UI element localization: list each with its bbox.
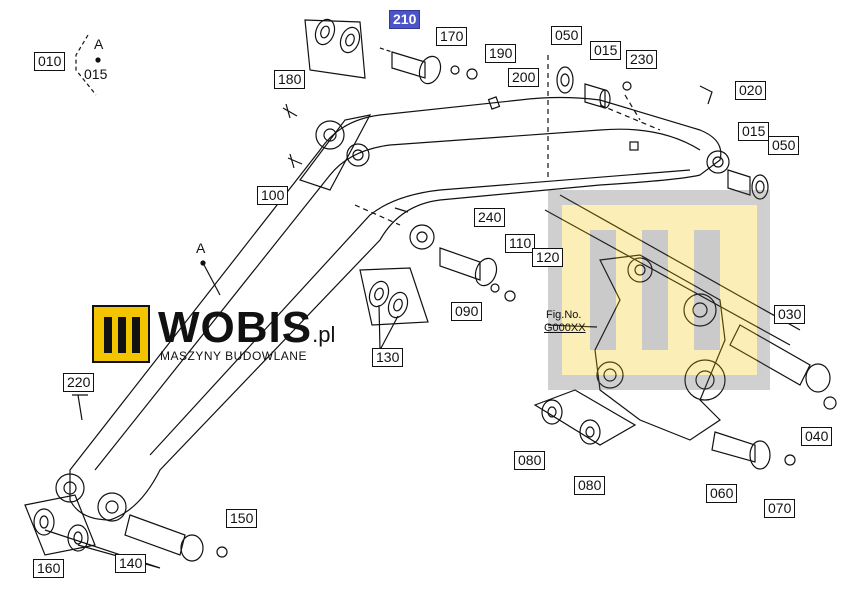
bolt-220 (72, 394, 88, 421)
callout-040[interactable]: 040 (801, 427, 833, 446)
callout-240[interactable]: 240 (474, 208, 506, 227)
wobis-logo-mark (92, 305, 150, 363)
boom-mid-pin-hole (346, 143, 370, 167)
boom-top-pin-hole (315, 120, 345, 150)
callout-070[interactable]: 070 (764, 499, 796, 518)
boom-inner-line (94, 128, 701, 471)
detail-view-label: A (94, 36, 104, 52)
boom-nose-hole (706, 150, 730, 174)
callout-050-top[interactable]: 050 (551, 26, 583, 45)
bolt-150 (216, 546, 228, 558)
callout-130[interactable]: 130 (372, 348, 404, 367)
pin-090 (439, 247, 481, 281)
callout-030[interactable]: 030 (774, 305, 806, 324)
callout-150[interactable]: 150 (226, 509, 258, 528)
bolt-120 (504, 290, 516, 302)
callout-080b[interactable]: 080 (574, 476, 606, 495)
washer-210a (314, 18, 336, 46)
grease-nipple-240 (394, 207, 409, 213)
callout-160[interactable]: 160 (33, 559, 65, 578)
callout-090[interactable]: 090 (451, 302, 483, 321)
boom-foot-pin-hole (55, 473, 85, 503)
callout-190[interactable]: 190 (485, 44, 517, 63)
fig-ref-line2[interactable]: G000XX (544, 322, 586, 334)
callout-140[interactable]: 140 (115, 554, 147, 573)
callout-080a[interactable]: 080 (514, 451, 546, 470)
callout-050-right[interactable]: 050 (768, 136, 800, 155)
swing-bracket (594, 254, 726, 441)
washer-190 (450, 65, 460, 75)
boom-outline (69, 96, 722, 521)
washer-160a (33, 508, 55, 536)
washer-080b (579, 419, 601, 445)
bolt-040 (823, 396, 837, 410)
bolt-200 (466, 68, 478, 80)
wobis-logo: WOBIS.pl MASZYNY BUDOWLANE (92, 303, 362, 365)
bolt-070 (784, 454, 796, 466)
callout-210[interactable]: 210 (389, 10, 421, 29)
washer-080a (541, 399, 563, 425)
washer-110 (490, 283, 500, 293)
callout-015-top[interactable]: 015 (590, 41, 622, 60)
washer-130a (368, 280, 390, 308)
view-marker-a: A (196, 240, 206, 256)
pin-170 (391, 51, 426, 79)
callout-230[interactable]: 230 (626, 50, 658, 69)
callout-120[interactable]: 120 (532, 248, 564, 267)
fig-ref-line1: Fig.No. (546, 309, 582, 321)
shim-050-right (751, 174, 769, 200)
detail-sub-label: 015 (84, 66, 108, 82)
callout-020[interactable]: 020 (735, 81, 767, 100)
pin-030 (729, 324, 811, 386)
callout-200[interactable]: 200 (508, 68, 540, 87)
nipple-230 (622, 81, 632, 91)
cylinder-eye (409, 224, 435, 250)
pin-140 (124, 514, 186, 556)
callout-060[interactable]: 060 (706, 484, 738, 503)
callout-220[interactable]: 220 (63, 373, 95, 392)
boom-stay (299, 114, 372, 191)
callout-100[interactable]: 100 (257, 186, 289, 205)
bushing-015-right (727, 169, 751, 196)
callout-110[interactable]: 110 (505, 234, 536, 253)
boom-foot-pin-hole-2 (97, 492, 127, 522)
callout-170[interactable]: 170 (436, 27, 468, 46)
callout-010[interactable]: 010 (34, 52, 66, 71)
boom-web-line (149, 169, 691, 456)
elbow-020 (699, 85, 713, 105)
callout-015-right[interactable]: 015 (738, 122, 770, 141)
wobis-logo-text: WOBIS.pl (158, 303, 336, 352)
bushing-015-top (584, 83, 606, 109)
callout-180[interactable]: 180 (274, 70, 306, 89)
pin-060 (711, 431, 756, 463)
wobis-logo-tagline: MASZYNY BUDOWLANE (160, 349, 307, 363)
watermark (548, 190, 770, 390)
washer-210b (339, 26, 361, 54)
washer-130b (387, 291, 409, 319)
shim-050-top (556, 66, 574, 94)
grease-nipple-100 (287, 153, 303, 169)
grease-nipple-180 (282, 103, 298, 119)
